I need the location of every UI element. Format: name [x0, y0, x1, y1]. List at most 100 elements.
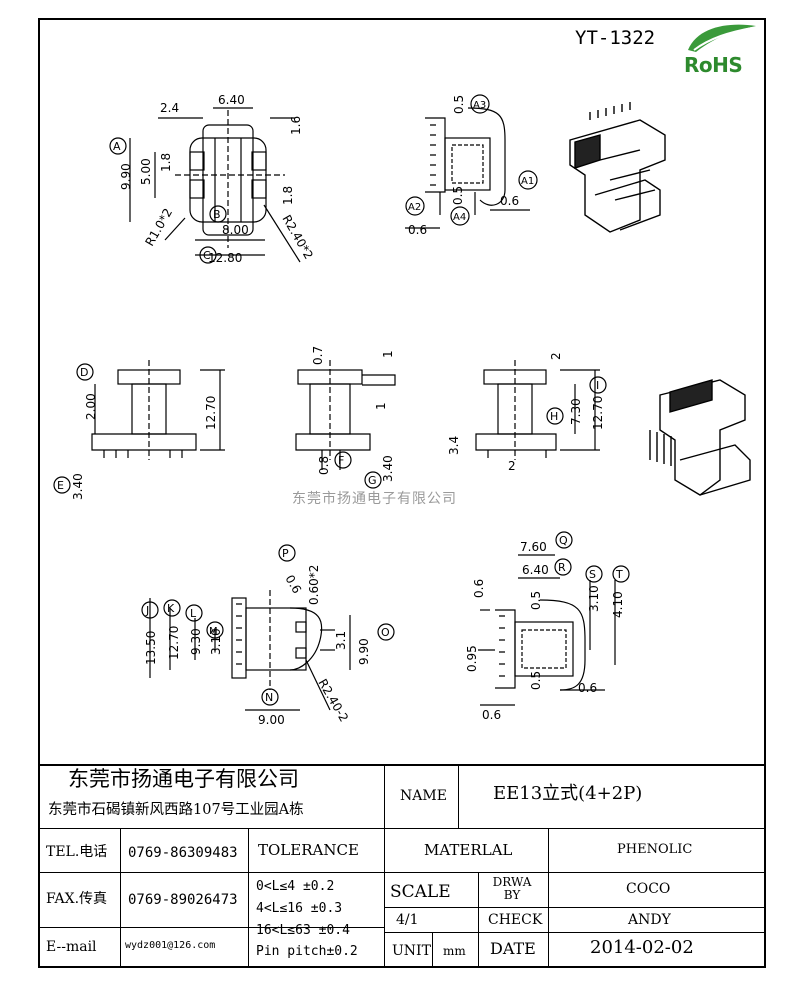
view-bottom-left	[149, 590, 351, 711]
view-top-left-callouts: A B C	[109, 137, 227, 264]
part-number: YT-1322	[575, 27, 656, 49]
divider	[384, 872, 766, 873]
check-label: CHECK	[488, 912, 543, 928]
dim-label: 7.30	[569, 398, 583, 425]
divider	[478, 872, 479, 968]
tolerance-range: 16<L≤63 ±0.4	[256, 923, 350, 938]
callout-label: J	[145, 604, 149, 617]
dim-label: 1	[381, 350, 395, 358]
callout-label: O	[381, 626, 390, 639]
divider	[384, 907, 766, 908]
tolerance-range: 4<L≤16 ±0.3	[256, 901, 343, 916]
dim-label: 12.80	[208, 251, 242, 265]
dim-label: 12.70	[204, 396, 218, 430]
view-middle-center	[295, 360, 396, 470]
divider	[384, 932, 766, 933]
callout-label: Q	[559, 534, 568, 547]
technical-drawing: 2.4 6.40 1.6 9.90 5.00 1.8 1.8 8.00 12.8…	[53, 93, 751, 727]
dim-label: 0.95	[465, 645, 479, 672]
callout-label: T	[615, 568, 623, 581]
dim-label: 2.00	[84, 393, 98, 420]
dim-label: 0.5	[452, 95, 466, 114]
unit-label: UNIT	[392, 943, 431, 959]
check-value: ANDY	[628, 912, 671, 928]
dim-label: 9.90	[119, 163, 133, 190]
dim-label: 3.40	[71, 473, 85, 500]
drawn-by-label: DRWA BY	[492, 875, 532, 903]
material-label: MATERLAL	[424, 841, 513, 859]
dim-label: 13.50	[144, 631, 158, 665]
view-middle-left	[91, 360, 225, 460]
callout-label: C	[203, 249, 211, 262]
dim-label: 3.10	[587, 585, 601, 612]
dim-label: 1.8	[281, 186, 295, 205]
dim-label: 3.10	[209, 628, 223, 655]
dim-label: 1.6	[289, 116, 303, 135]
watermark: 东莞市扬通电子有限公司	[292, 491, 457, 507]
tolerance-label: TOLERANCE	[258, 841, 359, 859]
dim-label: 7.60	[520, 540, 547, 554]
dim-label: 9.30	[189, 628, 203, 655]
view-top-left-labels: 2.4 6.40 1.6 9.90 5.00 1.8 1.8 8.00 12.8…	[119, 93, 316, 265]
callout-label: H	[550, 410, 558, 423]
dim-label: 3.40	[381, 455, 395, 482]
callout-label: A4	[453, 212, 466, 223]
dim-label: 0.6	[472, 579, 486, 598]
material-value: PHENOLIC	[617, 842, 693, 857]
dim-label: 0.6	[408, 223, 427, 237]
dim-label: 0.60*2	[307, 565, 321, 605]
callout-label: D	[80, 366, 88, 379]
dim-label: 12.70	[167, 626, 181, 660]
callout-label: K	[167, 602, 175, 615]
divider	[38, 764, 766, 766]
divider	[38, 872, 384, 873]
divider	[38, 927, 384, 928]
date-label: DATE	[490, 939, 536, 958]
dim-label: 3.4	[447, 436, 461, 455]
unit-value: mm	[443, 944, 466, 958]
divider	[120, 828, 121, 968]
view-bottom-right	[478, 554, 616, 706]
dim-label: 0.6	[482, 708, 501, 722]
date-value: 2014-02-02	[590, 937, 694, 958]
dim-label: 0.5	[529, 591, 543, 610]
rohs-logo: RoHS	[680, 20, 764, 78]
divider	[458, 764, 459, 828]
tel-number: 0769-86309483	[128, 845, 238, 861]
dim-label: 0.6	[282, 573, 304, 597]
dim-label: 9.90	[357, 638, 371, 665]
drawing-sheet-frame	[38, 18, 766, 968]
callout-label: S	[589, 568, 596, 581]
dim-label: 0.5	[529, 671, 543, 690]
name-label: NAME	[400, 788, 447, 804]
rohs-label: RoHS	[684, 53, 743, 77]
callout-label: A3	[473, 100, 486, 111]
leaf-icon	[688, 24, 756, 52]
dim-label: 0.6	[500, 194, 519, 208]
dim-label: 1	[374, 402, 388, 410]
dim-label: R2.40-2	[315, 677, 351, 725]
dim-label: 4.10	[611, 591, 625, 618]
dim-label: 9.00	[258, 713, 285, 727]
callout-label: F	[338, 454, 344, 467]
callout-label: I	[596, 379, 599, 392]
dim-label: 2.4	[160, 101, 179, 115]
callout-label: E	[57, 479, 64, 492]
drawn-by-value: COCO	[626, 881, 671, 897]
dim-label: 2	[549, 352, 563, 360]
divider	[38, 828, 766, 829]
callout-label: A2	[408, 202, 421, 213]
tolerance-range: Pin pitch±0.2	[256, 944, 358, 959]
dim-label: 0.5	[451, 186, 465, 205]
dim-label: R1.0*2	[142, 206, 175, 249]
dim-label: 2	[508, 459, 516, 473]
dim-label: 0.7	[311, 346, 325, 365]
view-top-left	[129, 107, 301, 263]
dim-label: 0.8	[317, 456, 331, 475]
callout-label: R	[558, 561, 566, 574]
callout-label: B	[213, 208, 221, 221]
callout-label: N	[265, 691, 273, 704]
dim-label: 6.40	[522, 563, 549, 577]
view-middle-right	[475, 360, 600, 460]
scale-value: 4/1	[396, 912, 419, 928]
